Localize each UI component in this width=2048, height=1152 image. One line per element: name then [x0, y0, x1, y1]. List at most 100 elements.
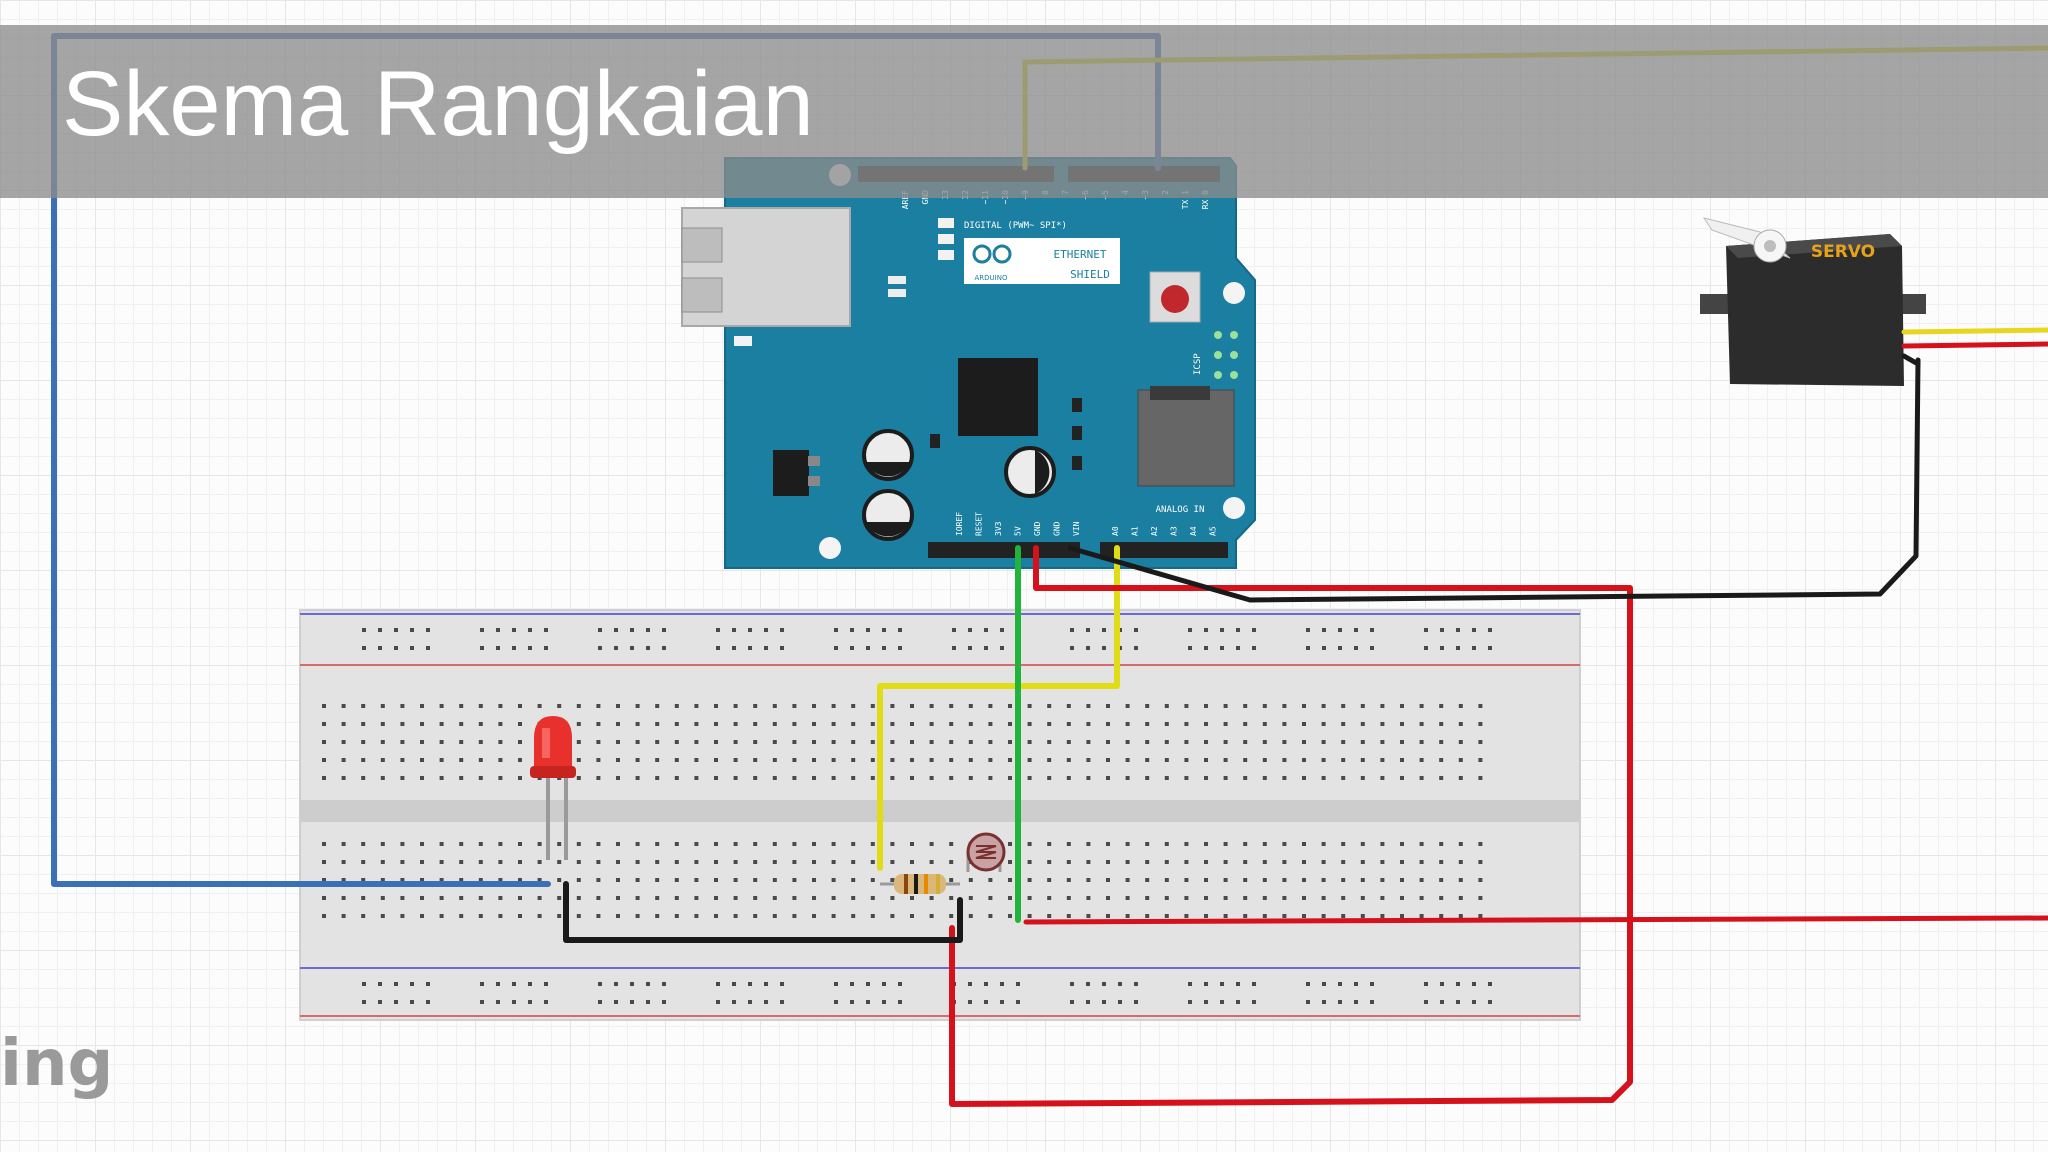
breadboard-hole — [1456, 982, 1460, 986]
breadboard-hole — [1086, 896, 1091, 900]
breadboard-hole — [662, 982, 666, 986]
breadboard-hole — [478, 896, 483, 900]
breadboard-hole — [1321, 740, 1326, 744]
breadboard-hole — [439, 878, 444, 882]
breadboard-hole — [459, 704, 464, 708]
breadboard-hole — [1000, 628, 1004, 632]
breadboard-hole — [635, 740, 640, 744]
breadboard-hole — [1008, 776, 1012, 780]
breadboard-hole — [851, 704, 856, 708]
breadboard-hole — [1204, 776, 1208, 780]
breadboard-hole — [732, 628, 736, 632]
breadboard-hole — [1419, 758, 1424, 762]
breadboard — [299, 609, 1581, 1021]
breadboard-hole — [834, 982, 838, 986]
breadboard-hole — [772, 860, 777, 864]
breadboard-hole — [480, 646, 484, 650]
breadboard-hole — [988, 740, 993, 744]
breadboard-hole — [1125, 896, 1130, 900]
breadboard-hole — [512, 646, 516, 650]
resistor — [880, 874, 960, 894]
smd-led — [888, 276, 906, 284]
breadboard-hole — [362, 982, 366, 986]
breadboard-hole — [968, 914, 973, 918]
breadboard-hole — [1188, 1000, 1192, 1004]
breadboard-hole — [420, 842, 424, 846]
breadboard-hole — [1252, 982, 1256, 986]
breadboard-hole — [478, 740, 483, 744]
breadboard-hole — [890, 776, 895, 780]
breadboard-hole — [1164, 878, 1169, 882]
breadboard-hole — [1008, 878, 1012, 882]
breadboard-hole — [1243, 842, 1248, 846]
breadboard-hole — [616, 842, 620, 846]
breadboard-hole — [1243, 878, 1248, 882]
breadboard-hole — [733, 722, 738, 726]
breadboard-hole — [380, 740, 385, 744]
breadboard-hole — [1204, 704, 1208, 708]
breadboard-hole — [537, 914, 542, 918]
breadboard-hole — [850, 628, 854, 632]
breadboard-hole — [544, 646, 548, 650]
breadboard-hole — [851, 896, 856, 900]
breadboard-hole — [1306, 628, 1310, 632]
breadboard-hole — [1282, 860, 1287, 864]
breadboard-hole — [1360, 722, 1365, 726]
breadboard-hole — [1400, 776, 1404, 780]
breadboard-hole — [831, 758, 836, 762]
breadboard-hole — [850, 646, 854, 650]
breadboard-hole — [792, 758, 797, 762]
breadboard-hole — [772, 914, 777, 918]
breadboard-hole — [646, 628, 650, 632]
breadboard-hole — [1458, 776, 1463, 780]
breadboard-hole — [1066, 776, 1071, 780]
breadboard-hole — [439, 758, 444, 762]
breadboard-hole — [792, 914, 797, 918]
breadboard-hole — [1360, 842, 1365, 846]
led-rim — [530, 766, 576, 778]
breadboard-hole — [1262, 740, 1267, 744]
breadboard-hole — [674, 914, 679, 918]
breadboard-hole — [851, 758, 856, 762]
breadboard-hole — [1341, 860, 1346, 864]
breadboard-hole — [1047, 722, 1052, 726]
breadboard-hole — [714, 896, 718, 900]
breadboard-hole — [400, 740, 405, 744]
breadboard-hole — [1354, 646, 1358, 650]
breadboard-hole — [748, 646, 752, 650]
breadboard-hole — [1282, 758, 1287, 762]
breadboard-hole — [459, 722, 464, 726]
breadboard-hole — [426, 1000, 430, 1004]
breadboard-hole — [576, 914, 581, 918]
breadboard-hole — [1066, 896, 1071, 900]
breadboard-hole — [792, 704, 797, 708]
breadboard-hole — [596, 722, 601, 726]
regulator-pin — [808, 476, 820, 486]
breadboard-hole — [1184, 878, 1189, 882]
breadboard-hole — [1125, 878, 1130, 882]
breadboard-hole — [630, 982, 634, 986]
breadboard-hole — [890, 758, 895, 762]
breadboard-hole — [1302, 896, 1306, 900]
breadboard-hole — [361, 740, 366, 744]
breadboard-hole — [851, 878, 856, 882]
breadboard-hole — [322, 860, 326, 864]
breadboard-hole — [1440, 628, 1444, 632]
breadboard-hole — [1204, 982, 1208, 986]
breadboard-hole — [1008, 860, 1012, 864]
analog-header — [1100, 542, 1228, 558]
breadboard-hole — [1306, 1000, 1310, 1004]
breadboard-hole — [630, 628, 634, 632]
breadboard-hole — [890, 878, 895, 882]
breadboard-hole — [528, 1000, 532, 1004]
smd-led — [888, 289, 906, 297]
breadboard-hole — [614, 982, 618, 986]
breadboard-hole — [1306, 646, 1310, 650]
breadboard-hole — [870, 842, 875, 846]
breadboard-hole — [968, 896, 973, 900]
breadboard-hole — [1360, 914, 1365, 918]
analog-pin-label: A0 — [1111, 526, 1120, 536]
breadboard-hole — [1400, 722, 1404, 726]
breadboard-hole — [426, 628, 430, 632]
